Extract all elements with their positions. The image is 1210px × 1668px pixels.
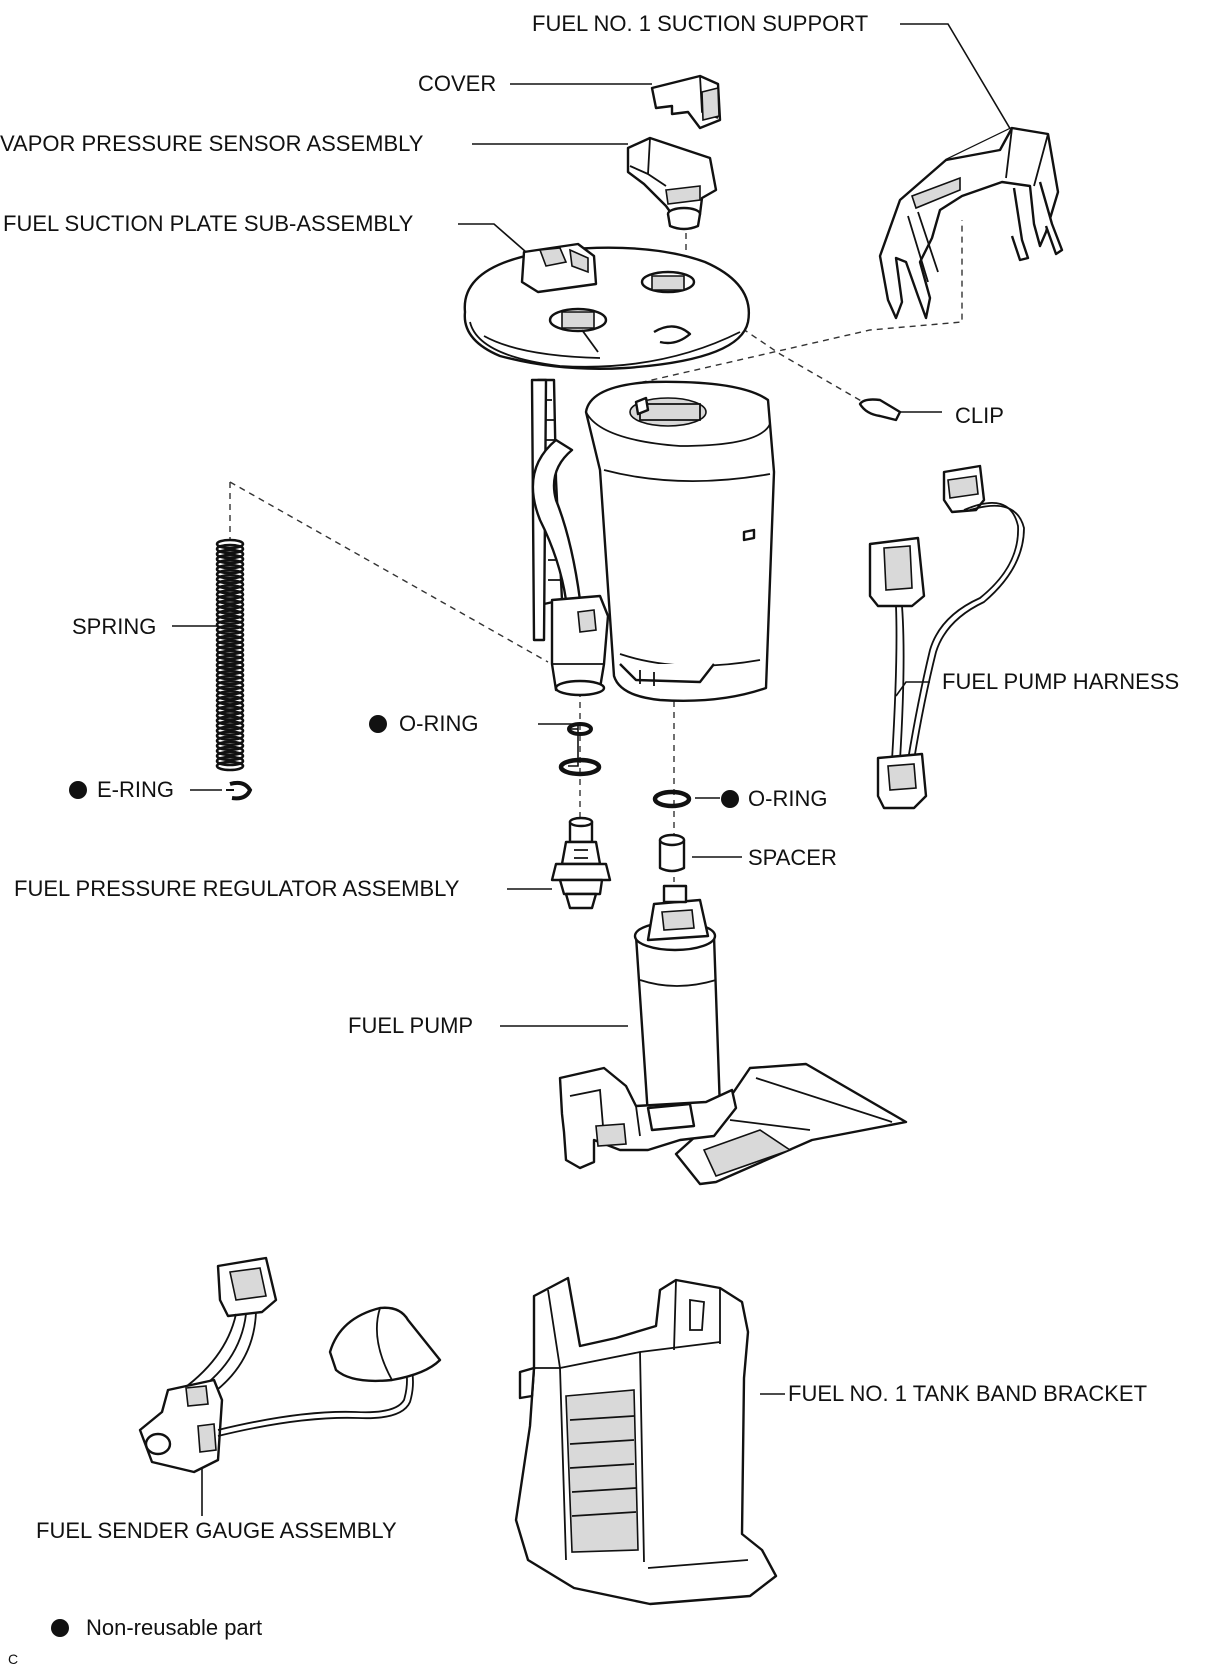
spring-part xyxy=(215,538,245,772)
label-fuel-sender-gauge: FUEL SENDER GAUGE ASSEMBLY xyxy=(36,1518,397,1543)
fuel-pump-harness-part xyxy=(868,464,1025,810)
fuel-suction-plate-part xyxy=(463,242,751,370)
non-reusable-bullets xyxy=(51,715,739,1637)
label-e-ring: E-RING xyxy=(97,777,174,802)
tank-band-bracket-part xyxy=(514,1276,778,1606)
o-ring-left-large xyxy=(558,757,602,777)
label-vapor-pressure-sensor: VAPOR PRESSURE SENSOR ASSEMBLY xyxy=(0,131,424,156)
label-cover: COVER xyxy=(418,71,497,96)
o-ring-left-small xyxy=(567,722,593,736)
spacer-part xyxy=(658,833,686,873)
clip-part xyxy=(858,398,902,422)
fuel-suction-support-part xyxy=(878,126,1064,320)
e-ring-part xyxy=(226,780,253,801)
label-fuel-suction-plate: FUEL SUCTION PLATE SUB-ASSEMBLY xyxy=(3,211,414,236)
fuel-pressure-regulator-part xyxy=(550,816,612,910)
label-fuel-suction-support: FUEL NO. 1 SUCTION SUPPORT xyxy=(532,11,869,36)
label-o-ring-right: O-RING xyxy=(748,786,828,811)
label-spring: SPRING xyxy=(72,614,157,639)
figure-code: C xyxy=(8,1651,19,1667)
label-o-ring-left: O-RING xyxy=(399,711,479,736)
o-ring-right xyxy=(652,789,692,809)
vapor-pressure-sensor-part xyxy=(626,136,718,231)
fuel-pump-part xyxy=(558,884,908,1186)
label-fuel-pump-harness: FUEL PUMP HARNESS xyxy=(942,669,1180,694)
label-clip: CLIP xyxy=(955,403,1004,428)
label-spacer: SPACER xyxy=(748,845,837,870)
fuel-sender-gauge-part xyxy=(138,1256,442,1474)
label-tank-band-bracket: FUEL NO. 1 TANK BAND BRACKET xyxy=(788,1381,1148,1406)
cover-part xyxy=(650,74,722,130)
legend-text: Non-reusable part xyxy=(86,1615,263,1640)
fuel-filter-housing xyxy=(530,378,776,702)
label-fuel-pressure-regulator: FUEL PRESSURE REGULATOR ASSEMBLY xyxy=(14,876,460,901)
label-fuel-pump: FUEL PUMP xyxy=(348,1013,474,1038)
leader-lines xyxy=(172,23,1019,1516)
